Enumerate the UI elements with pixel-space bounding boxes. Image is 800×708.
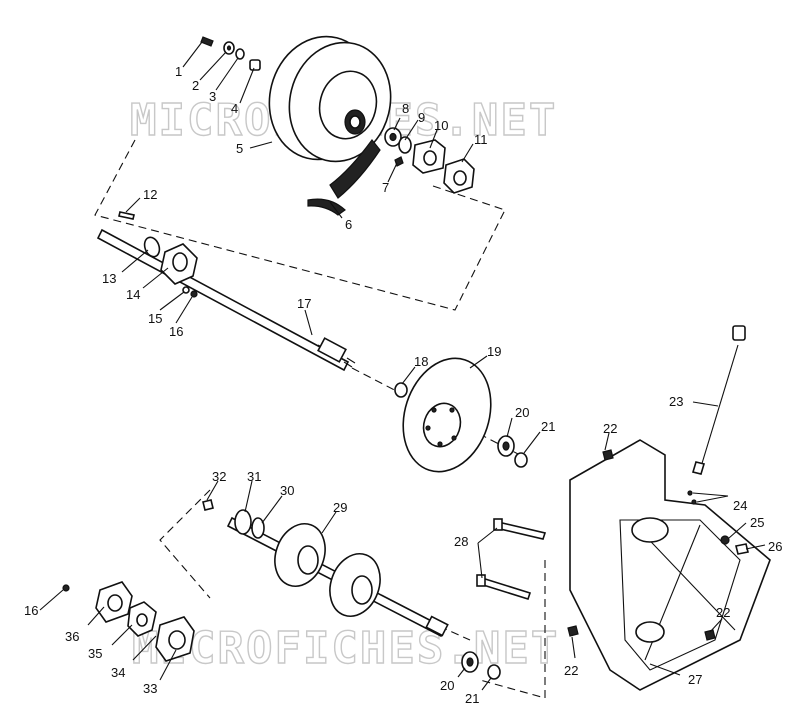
drive-pulley	[268, 35, 392, 163]
washer-2	[223, 41, 235, 55]
assembly-outline-lower	[159, 489, 211, 599]
key-12	[118, 211, 135, 220]
flange-11	[443, 158, 475, 194]
callout-16-lower: 16	[24, 603, 38, 618]
callout-16: 16	[169, 324, 183, 339]
bolt-25	[720, 535, 730, 545]
ring-9	[398, 136, 412, 154]
callout-23: 23	[669, 394, 683, 409]
callout-25: 25	[750, 515, 764, 530]
bearing-30	[251, 517, 265, 539]
bearing-8	[384, 127, 402, 147]
collar-31	[234, 509, 252, 535]
bolt-32	[202, 499, 214, 511]
callout-22-lower: 22	[564, 663, 578, 678]
callout-1: 1	[175, 64, 182, 79]
ring-21-lower	[487, 664, 501, 680]
callout-4: 4	[231, 101, 238, 116]
callout-19: 19	[487, 344, 501, 359]
assembly-outline-upper	[94, 139, 506, 311]
callout-5: 5	[236, 141, 243, 156]
callout-26: 26	[768, 539, 782, 554]
callout-24: 24	[733, 498, 747, 513]
callout-21-lower: 21	[465, 691, 479, 706]
callout-27: 27	[688, 672, 702, 687]
washer-15	[182, 286, 190, 294]
ring-21-upper	[514, 452, 528, 468]
callout-21: 21	[541, 419, 555, 434]
callout-9: 9	[418, 110, 425, 125]
callout-22-right: 22	[716, 605, 730, 620]
drive-sprocket-left	[274, 523, 326, 587]
flange-10	[412, 139, 446, 174]
leader-lines	[39, 41, 766, 691]
callout-15: 15	[148, 311, 162, 326]
bearing-20-upper	[497, 435, 515, 457]
callout-34: 34	[111, 665, 125, 680]
callout-10: 10	[434, 118, 448, 133]
drive-sprocket-right	[329, 553, 381, 617]
callout-20: 20	[515, 405, 529, 420]
bolt-22-lower	[567, 625, 579, 637]
bolt-26	[735, 543, 749, 555]
spacer-4	[249, 59, 261, 71]
callout-14: 14	[126, 287, 140, 302]
callout-8: 8	[402, 101, 409, 116]
drive-shaft	[96, 228, 356, 372]
callout-29: 29	[333, 500, 347, 515]
callout-36: 36	[65, 629, 79, 644]
callout-13: 13	[102, 271, 116, 286]
watermark-bottom: MICROFICHES.NET	[132, 623, 559, 674]
bolt-28-lower	[476, 574, 532, 600]
chaincase-housing	[569, 439, 771, 691]
callout-35: 35	[88, 646, 102, 661]
bolt-22-right	[704, 629, 716, 641]
bearing-35	[127, 601, 157, 637]
callout-30: 30	[280, 483, 294, 498]
callout-2: 2	[192, 78, 199, 93]
callout-17: 17	[297, 296, 311, 311]
callout-20-lower: 20	[440, 678, 454, 693]
bolt-22-upper	[602, 449, 614, 461]
bearing-20-lower	[461, 651, 479, 673]
assembly-outline-right	[479, 560, 546, 699]
ring-18	[394, 382, 408, 398]
callout-6: 6	[345, 217, 352, 232]
callout-32: 32	[212, 469, 226, 484]
bearing-flange-14	[160, 243, 198, 285]
seal-13	[143, 236, 161, 258]
callout-22: 22	[603, 421, 617, 436]
callout-18: 18	[414, 354, 428, 369]
callout-33: 33	[143, 681, 157, 696]
chain-lower-section	[307, 198, 346, 216]
washer-3	[235, 48, 245, 60]
bolt-1	[200, 36, 214, 47]
callout-31: 31	[247, 469, 261, 484]
flange-33	[155, 616, 195, 662]
bolts-24	[687, 490, 697, 505]
dipstick-23	[691, 325, 746, 475]
callout-7: 7	[382, 180, 389, 195]
brake-disc	[402, 357, 492, 473]
callout-12: 12	[143, 187, 157, 202]
drive-chain	[329, 139, 381, 199]
callout-11: 11	[474, 132, 488, 147]
callout-28: 28	[454, 534, 468, 549]
flange-36	[95, 581, 133, 623]
callout-labels: 1 2 3 4 5 6 7 8 9 10 11 12 13 14 15 16 1…	[24, 64, 782, 706]
bolt-28-upper	[493, 518, 547, 540]
nut-16-lower	[62, 584, 70, 592]
nut-16	[190, 290, 198, 298]
callout-3: 3	[209, 89, 216, 104]
